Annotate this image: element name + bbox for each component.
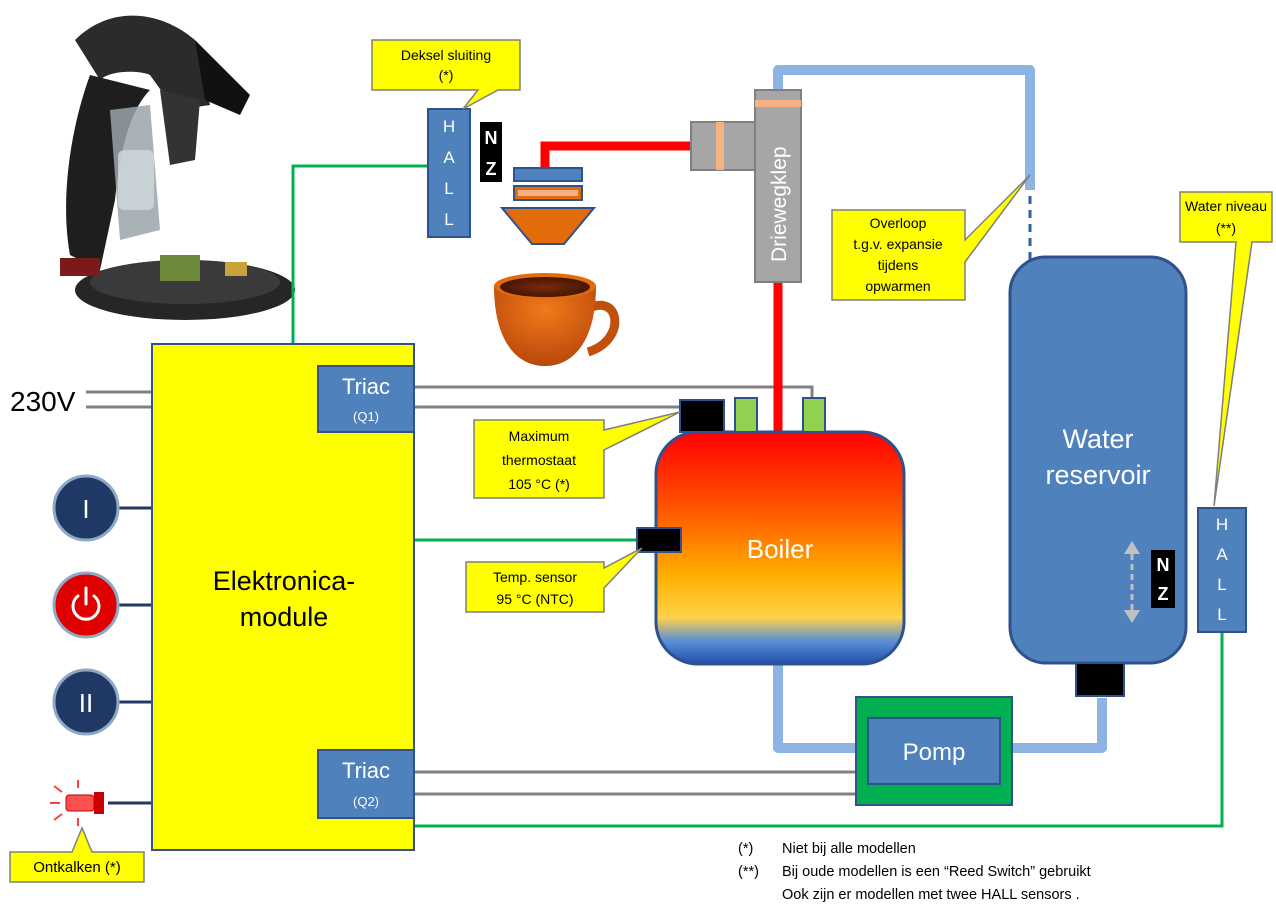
callout-overflow: Overloop t.g.v. expansie tijdens opwarme… — [831, 174, 1031, 301]
callout-water-level-line1: Water niveau — [1185, 198, 1267, 214]
magnet-float-z: Z — [1158, 584, 1169, 604]
magnet-float: N Z — [1151, 550, 1175, 608]
triac-q1: Triac (Q1) — [317, 365, 415, 433]
three-way-valve: Driewegklep — [690, 89, 802, 283]
hall-left-a: A — [443, 148, 455, 167]
module-label-line2: module — [240, 602, 329, 632]
callout-overflow-line4: opwarmen — [865, 278, 930, 294]
footnote-2: (**) Bij oude modellen is een “Reed Switc… — [738, 861, 1091, 884]
heating-element-terminal-left — [734, 397, 758, 433]
reservoir-label-line1: Water — [1062, 424, 1133, 454]
pump — [867, 717, 1001, 785]
footnote-3-text: Ook zijn er modellen met twee HALL senso… — [782, 887, 1080, 903]
footnotes: (*) Niet bij alle modellen (**) Bij oude m… — [738, 838, 1091, 907]
callout-max-thermostat-line2: thermostaat — [502, 452, 576, 468]
reservoir-label-line2: reservoir — [1045, 460, 1150, 490]
footnote-1: (*) Niet bij alle modellen — [738, 838, 1091, 861]
button-one[interactable]: I — [52, 474, 120, 542]
module-label-line1: Elektronica- — [213, 566, 356, 596]
callout-lid-closure: Deksel sluiting (*) — [371, 39, 521, 110]
callout-max-thermostat: Maximum thermostaat 105 °C (*) — [473, 411, 681, 499]
hall-right-a: A — [1216, 545, 1228, 564]
callout-temp-sensor: Temp. sensor 95 °C (NTC) — [465, 547, 643, 613]
signal-wires — [291, 164, 1224, 828]
hall-left-l1: L — [444, 179, 453, 198]
reservoir-outlet — [1075, 662, 1125, 697]
button-one-label: I — [82, 494, 89, 524]
hall-sensor-water-level: H A L L — [1197, 507, 1247, 633]
power-wires-triac-q2 — [414, 770, 856, 796]
button-wires — [108, 506, 152, 805]
coffee-machine-photo — [60, 15, 295, 320]
magnet-lid: N Z — [480, 122, 502, 182]
callout-water-level: Water niveau (**) — [1179, 191, 1273, 507]
callout-descale: Ontkalken (*) — [9, 826, 145, 883]
boiler-label: Boiler — [747, 534, 814, 564]
magnet-lid-z: Z — [486, 159, 497, 179]
callout-overflow-line3: tijdens — [878, 257, 918, 273]
callout-temp-sensor-line1: Temp. sensor — [493, 569, 577, 585]
temp-sensor — [636, 527, 682, 553]
double-arrow-icon — [1124, 541, 1140, 623]
hall-right-l1: L — [1217, 575, 1226, 594]
hall-left-l2: L — [444, 210, 453, 229]
pump-label: Pomp — [903, 739, 966, 766]
triac-q2: Triac (Q2) — [317, 749, 415, 819]
descale-warning-icon — [50, 780, 104, 826]
hall-right-h: H — [1216, 515, 1228, 534]
hall-right-l2: L — [1217, 605, 1226, 624]
callout-max-thermostat-line3: 105 °C (*) — [508, 476, 570, 492]
magnet-lid-n: N — [485, 128, 498, 148]
footnote-2-mark: (**) — [738, 864, 759, 880]
magnet-float-n: N — [1157, 555, 1170, 575]
hot-water-pipes — [540, 141, 783, 434]
max-thermostat — [679, 399, 725, 433]
callout-water-level-line2: (**) — [1216, 220, 1236, 236]
footnote-2-text: Bij oude modellen is een “Reed Switch” g… — [782, 864, 1091, 880]
callout-overflow-line1: Overloop — [870, 215, 927, 231]
callout-temp-sensor-line2: 95 °C (NTC) — [496, 591, 573, 607]
voltage-label: 230V — [10, 386, 76, 417]
hall-left-h: H — [443, 117, 455, 136]
triac-q1-sub: (Q1) — [353, 409, 379, 424]
footnote-1-text: Niet bij alle modellen — [782, 841, 916, 857]
callout-descale-text: Ontkalken (*) — [33, 859, 121, 876]
callout-max-thermostat-line1: Maximum — [509, 428, 570, 444]
button-two[interactable]: II — [52, 668, 120, 736]
brew-head-plate — [513, 167, 583, 182]
button-two-label: II — [79, 688, 93, 718]
triac-q1-label: Triac — [342, 374, 390, 399]
valve-label: Driewegklep — [768, 146, 791, 262]
power-button[interactable] — [52, 571, 120, 639]
heating-element-terminal-right — [802, 397, 826, 433]
callout-overflow-line2: t.g.v. expansie — [853, 236, 942, 252]
triac-q2-sub: (Q2) — [353, 794, 379, 809]
triac-q2-label: Triac — [342, 758, 390, 783]
callout-lid-line2: (*) — [439, 67, 454, 83]
pad-holder — [499, 207, 597, 245]
power-lines-230v — [86, 390, 152, 409]
cold-water-pipes — [773, 65, 1107, 753]
callout-lid-line1: Deksel sluiting — [401, 47, 491, 63]
hall-sensor-lid: H A L L — [427, 108, 471, 238]
coffee-pad-inner — [518, 190, 578, 196]
power-icon — [71, 586, 101, 621]
footnote-1-mark: (*) — [738, 841, 754, 857]
coffee-cup-icon — [494, 273, 620, 366]
footnote-3: Ook zijn er modellen met twee HALL senso… — [738, 884, 1091, 907]
